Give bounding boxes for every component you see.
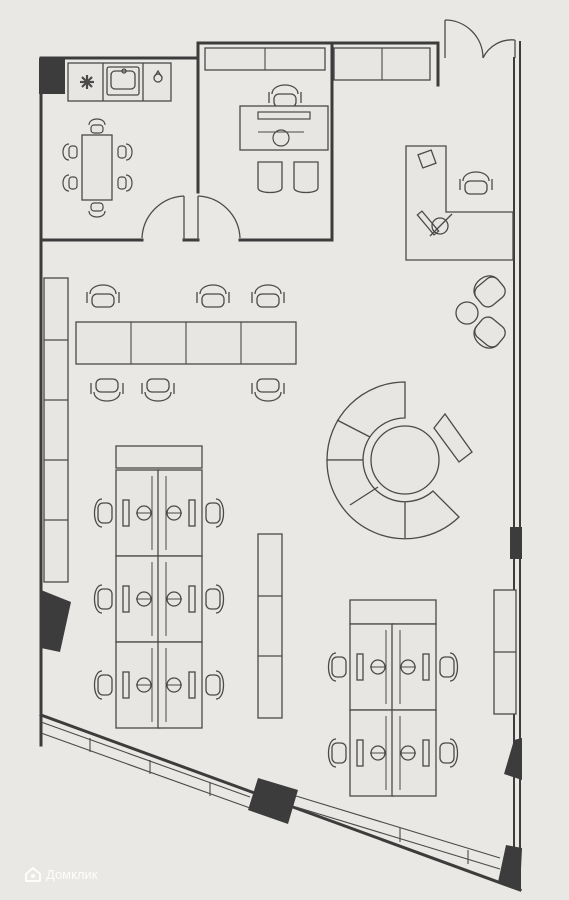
interior-doors bbox=[141, 195, 241, 240]
watermark: Домклик bbox=[24, 864, 98, 884]
windows bbox=[40, 721, 501, 870]
workstation-cluster-left bbox=[93, 445, 225, 729]
workstation-cluster-right bbox=[327, 599, 459, 797]
entry-cabinets bbox=[333, 47, 431, 81]
right-wall-storage bbox=[493, 589, 517, 715]
manager-office bbox=[204, 47, 329, 194]
meeting-table bbox=[75, 284, 297, 402]
watermark-text: Домклик bbox=[46, 866, 98, 882]
entrance-door bbox=[444, 19, 516, 59]
house-logo-icon bbox=[25, 867, 41, 882]
lounge-armchairs bbox=[455, 275, 506, 349]
center-storage bbox=[257, 533, 283, 719]
left-wall-storage bbox=[43, 277, 69, 583]
reception-desk bbox=[405, 145, 514, 261]
kitchen-dining-table bbox=[62, 118, 133, 218]
round-lounge-sofa bbox=[326, 381, 473, 540]
kitchen bbox=[67, 62, 172, 102]
wall-columns bbox=[39, 58, 522, 890]
